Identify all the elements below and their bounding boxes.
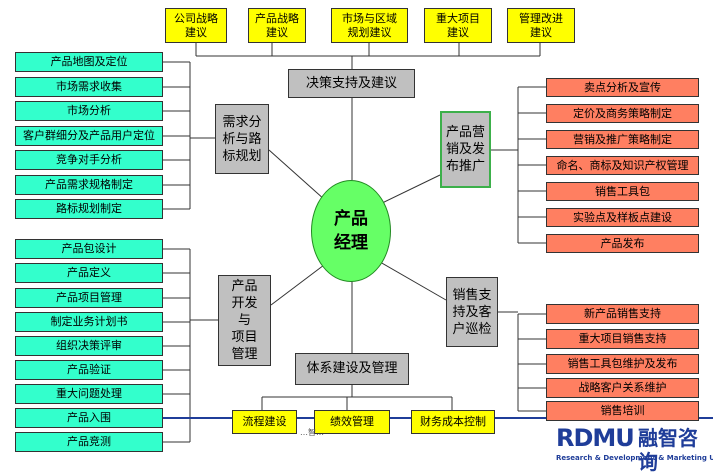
system-item: 绩效管理 [314, 410, 390, 434]
logo-chinese: 融智咨询 [638, 426, 698, 474]
demand-item: 竞争对手分析 [15, 150, 163, 170]
suggestion-box: 市场与区域 规划建议 [331, 8, 408, 43]
suggestion-box: 管理改进 建议 [507, 8, 575, 43]
dev-item: 产品验证 [15, 360, 163, 380]
demand-item: 客户群细分及产品用户定位 [15, 126, 163, 146]
demand-item: 市场分析 [15, 101, 163, 121]
sales-item: 重大项目销售支持 [546, 329, 699, 349]
marketing-item: 产品发布 [546, 234, 699, 253]
demand-item: 产品地图及定位 [15, 52, 163, 72]
dev-item: 产品定义 [15, 263, 163, 283]
suggestion-box: 公司战略 建议 [165, 8, 227, 43]
rdmu-logo: RDMU 融智咨询 Research & Development & Marke… [556, 424, 713, 474]
marketing-item: 实验点及样板点建设 [546, 208, 699, 227]
dev-item: 产品包设计 [15, 239, 163, 259]
dev-item: 组织决策评审 [15, 336, 163, 356]
demand-analysis-box: 需求分 析与路 标规划 [215, 104, 269, 174]
footnote: …智… [300, 428, 324, 437]
dev-item: 制定业务计划书 [15, 312, 163, 332]
sales-item: 战略客户关系维护 [546, 378, 699, 398]
marketing-item: 命名、商标及知识产权管理 [546, 156, 699, 175]
system-item: 财务成本控制 [411, 410, 495, 434]
demand-item: 路标规划制定 [15, 199, 163, 219]
sales-item: 销售培训 [546, 401, 699, 421]
demand-item: 市场需求收集 [15, 77, 163, 97]
product-manager-hub: 产品 经理 [311, 180, 391, 282]
marketing-item: 营销及推广策略制定 [546, 130, 699, 149]
marketing-box: 产品营 销及发 布推广 [440, 111, 491, 188]
marketing-item: 销售工具包 [546, 182, 699, 201]
dev-item: 产品竞测 [15, 432, 163, 452]
marketing-item: 定价及商务策略制定 [546, 104, 699, 123]
dev-item: 产品项目管理 [15, 288, 163, 308]
logo-subtitle: Research & Development & Marketing Union [556, 454, 713, 462]
suggestion-box: 产品战略 建议 [248, 8, 306, 43]
system-item: 流程建设 [232, 410, 297, 434]
sales-item: 销售工具包维护及发布 [546, 354, 699, 374]
marketing-item: 卖点分析及宣传 [546, 78, 699, 97]
sales-support-box: 销售支 持及客 户巡检 [446, 277, 498, 347]
dev-item: 产品入围 [15, 408, 163, 428]
demand-item: 产品需求规格制定 [15, 175, 163, 195]
suggestion-box: 重大项目 建议 [424, 8, 492, 43]
dev-item: 重大问题处理 [15, 384, 163, 404]
sales-item: 新产品销售支持 [546, 304, 699, 324]
development-box: 产品 开发 与 项目 管理 [218, 275, 271, 366]
logo-main: RDMU [556, 424, 635, 452]
decision-support-box: 决策支持及建议 [288, 69, 415, 98]
system-box: 体系建设及管理 [295, 353, 409, 385]
